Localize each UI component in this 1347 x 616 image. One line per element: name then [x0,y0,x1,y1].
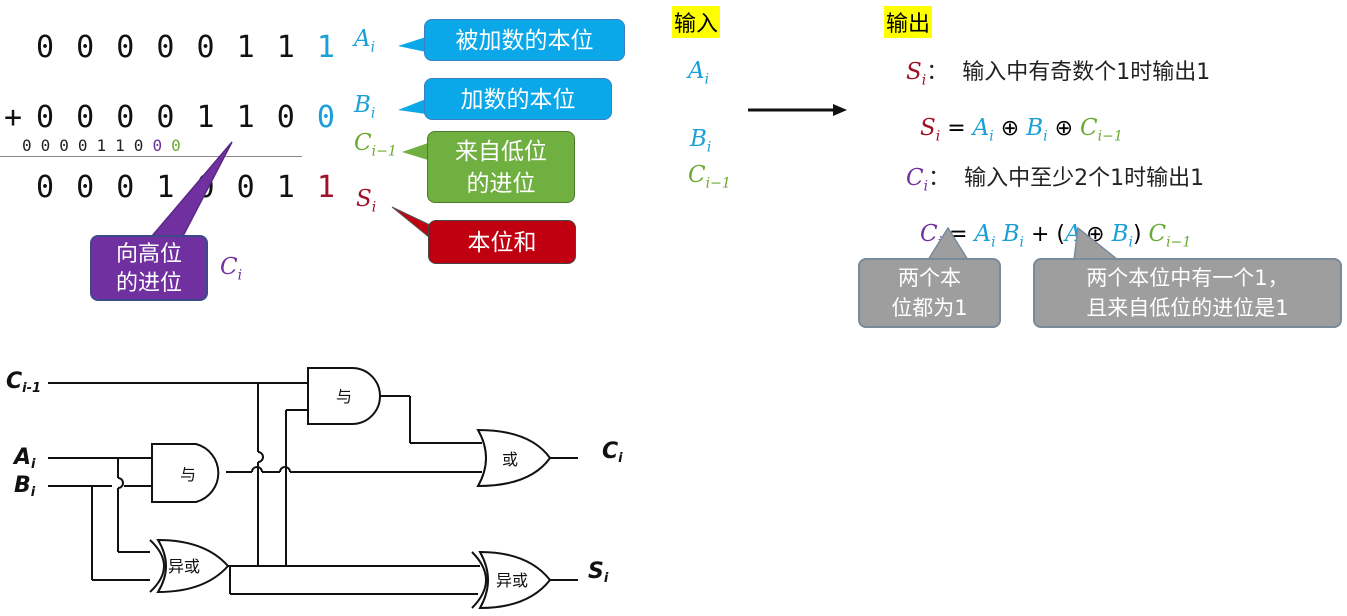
label-s-letter: S [356,186,372,212]
xor-right-label: 异或 [496,571,528,590]
sum-bit-box: 本位和 [428,220,576,264]
xor-gate-left [156,538,230,594]
carry-green-digit: 0 [171,136,190,155]
xor-left-input-arc [149,539,165,593]
circuit-output-c-letter: C [602,439,618,464]
and-top-label: 与 [336,387,352,406]
label-a-sub: i [370,39,376,56]
or-label: 或 [502,450,518,469]
circuit-input-a-sub: i [31,457,36,472]
label-c: Ci−1 [354,130,397,160]
s-formula-lhs: Si [920,115,941,145]
sum-line [0,156,302,157]
circuit-input-a: Ai [12,445,36,472]
augend-last-digit: 1 [316,30,337,65]
label-b-sub: i [370,105,376,122]
c-formula-b1: Bi [1002,221,1025,251]
circuit-input-c-letter: C [6,369,22,394]
carry-out-var: Ci [220,254,242,284]
carry-out-var-letter: C [220,254,238,280]
s-desc-var: Si [906,59,927,89]
xor-left-label: 异或 [168,557,200,576]
circuit-input-b-sub: i [31,485,36,500]
augend-digit-box: 被加数的本位 [424,19,625,61]
input-c-letter: C [688,162,706,188]
augend-row: 0 0 0 0 0 1 1 1 [36,30,337,65]
c-description: Ci： 输入中至少2个1时输出1 [906,160,1204,195]
circuit-output-s-sub: i [604,571,609,586]
label-b-letter: B [354,92,371,118]
c-formula-a1: Ai [974,221,996,251]
s-formula-a: Ai [972,115,994,145]
s-formula: Si = Ai ⊕ Bi ⊕ Ci−1 [920,115,1123,145]
input-b-sub: i [706,139,712,156]
c-formula-c: Ci−1 [1148,221,1192,251]
circuit-input-a-letter: A [12,445,31,470]
note-one-bit-and-carry: 两个本位中有一个1， 且来自低位的进位是1 [1033,258,1342,328]
and-gate-mid [151,443,220,503]
addend-digit-box: 加数的本位 [424,78,612,120]
circuit-input-b-letter: B [14,473,31,498]
s-formula-c: Ci−1 [1080,115,1123,145]
augend-digits: 0 0 0 0 0 1 1 [36,30,317,65]
circuit-input-c: Ci-1 [6,369,41,396]
input-title: 输入 [672,6,721,38]
plus-sign: + [4,100,25,135]
carry-out-box: 向高位 的进位 [90,235,208,301]
carry-purple-digit: 0 [152,136,172,155]
or-gate [476,428,552,488]
input-c: Ci−1 [688,162,731,192]
circuit-output-c: Ci [602,439,623,466]
input-a: Ai [688,58,709,88]
and-gate-top [307,367,381,425]
input-b-letter: B [690,126,707,152]
carry-digits: 0000110 [22,136,153,155]
addend-digits: 0 0 0 0 1 1 0 [36,100,317,135]
full-adder-circuit: 与 与 或 异或 异或 Ci-1 Ai Bi Ci Si [6,367,623,610]
circuit-input-b: Bi [14,473,36,500]
s-desc-text: ： 输入中有奇数个1时输出1 [926,60,1211,85]
wire-c-hop-1 [257,451,264,463]
addend-row: 0 0 0 0 1 1 0 0 [36,100,337,135]
label-s-sub: i [371,199,377,216]
label-b: Bi [354,92,375,122]
label-c-sub: i−1 [371,143,397,160]
circuit-output-s-letter: S [588,559,604,584]
and-mid-label: 与 [180,465,196,484]
carry-in-box: 来自低位 的进位 [427,131,575,203]
result-last-digit: 1 [316,170,337,205]
s-description: Si： 输入中有奇数个1时输出1 [906,54,1210,89]
output-title: 输出 [884,6,933,38]
circuit-output-c-sub: i [618,451,623,466]
c-desc-text: ： 输入中至少2个1时输出1 [928,166,1205,191]
carry-out-var-sub: i [237,267,243,284]
input-a-sub: i [704,71,710,88]
input-a-letter: A [688,58,705,84]
input-c-sub: i−1 [705,175,731,192]
label-a: Ai [354,26,375,56]
xor-gate-right [478,550,552,610]
arrow-icon [748,104,847,116]
label-a-letter: A [354,26,371,52]
input-b: Bi [690,126,711,156]
carry-row: 000011000 [22,136,190,155]
circuit-output-s: Si [588,559,609,586]
c-desc-var: Ci [906,165,929,195]
xor-right-input-arc [471,551,487,609]
label-s: Si [356,186,376,216]
note-both-bits-one: 两个本 位都为1 [858,258,1001,328]
note-callout-pointers [926,226,1121,261]
circuit-input-c-sub: i-1 [22,381,41,396]
c-formula-b2: Bi [1111,221,1133,251]
addend-last-digit: 0 [316,100,337,135]
label-callout-pointers [391,37,431,240]
label-c-letter: C [354,130,372,156]
s-formula-b: Bi [1026,115,1048,145]
